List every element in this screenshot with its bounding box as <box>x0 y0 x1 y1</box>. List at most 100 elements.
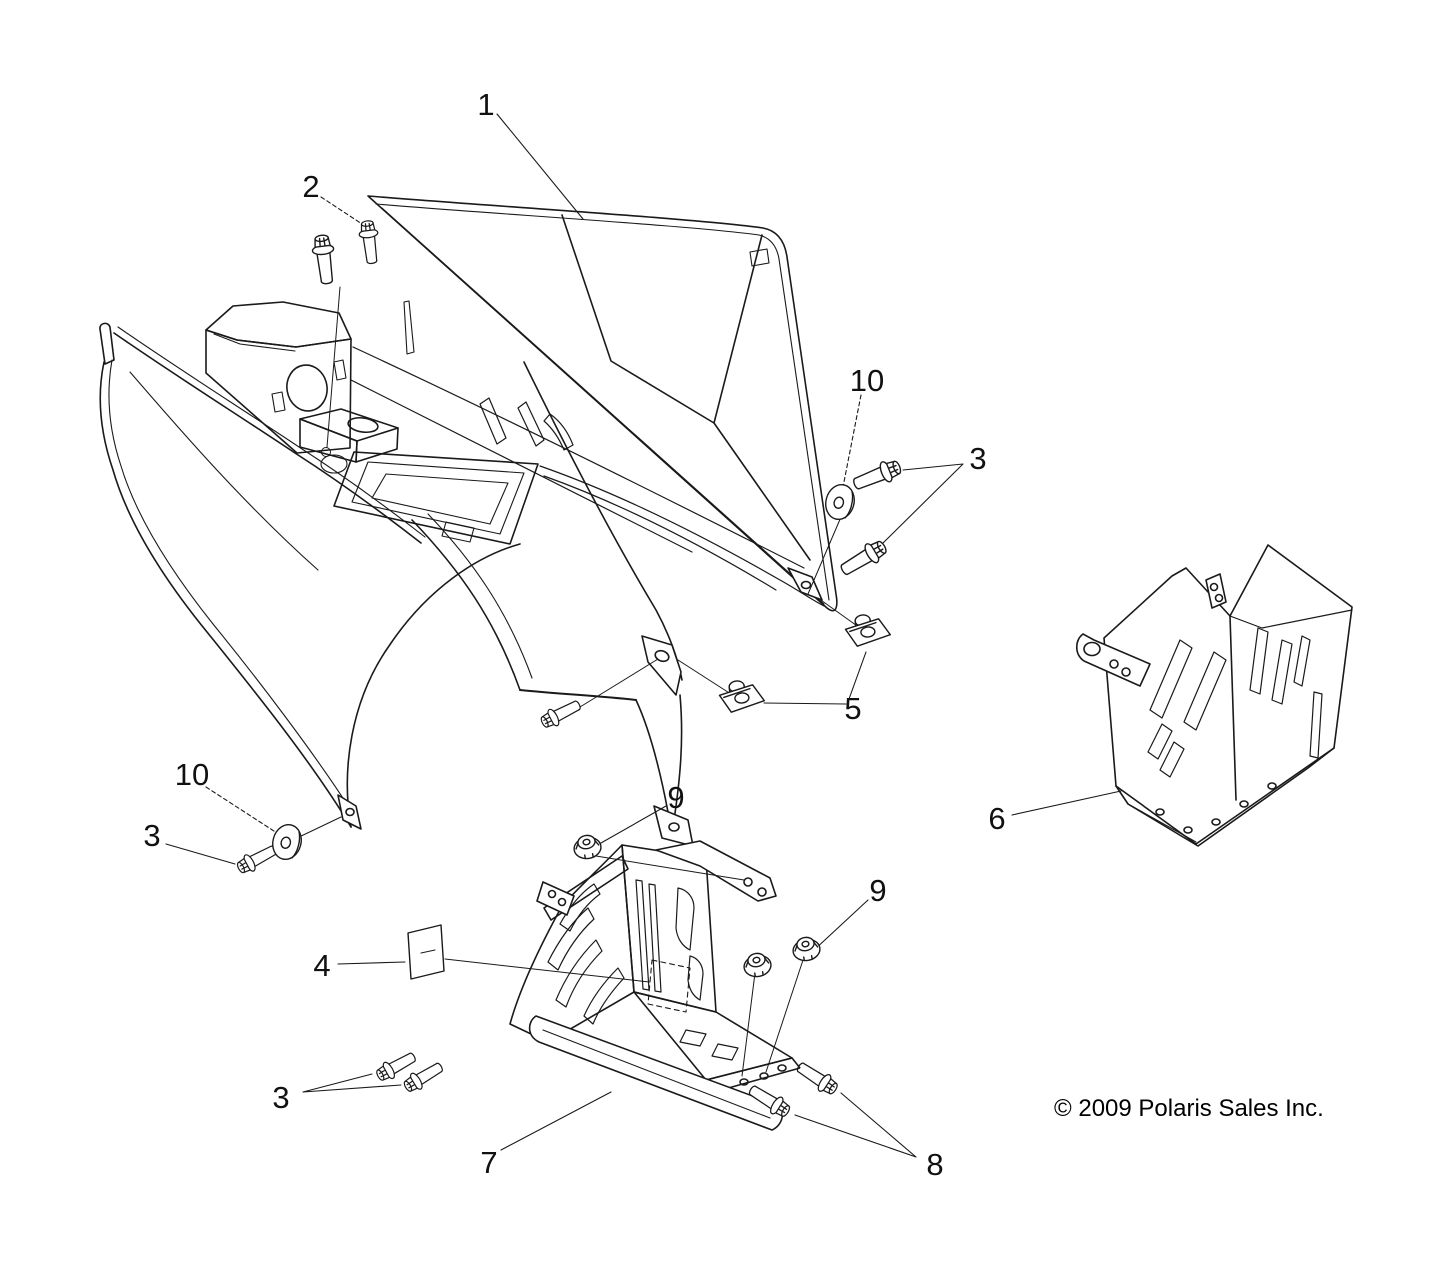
callout-10-label: 10 <box>175 757 209 792</box>
leader-3 <box>881 463 964 545</box>
rear-cab-assembly <box>99 195 838 847</box>
shield-crease <box>1229 615 1237 801</box>
foot-hole <box>668 822 680 832</box>
callout-2-label: 2 <box>302 169 319 204</box>
callouts: 1 2 10 3 5 6 10 3 9 9 4 3 7 8 <box>143 87 1005 1182</box>
decal-location-outline <box>647 959 691 1013</box>
tray-recess <box>320 454 348 474</box>
mount-tab <box>787 567 823 601</box>
callout-10-label: 10 <box>850 363 884 398</box>
bumper-bar <box>528 1015 784 1131</box>
alignment-line <box>817 597 861 629</box>
leader-10 <box>842 394 862 488</box>
slot <box>1271 639 1293 705</box>
flange-bolt <box>836 536 891 581</box>
slot <box>1183 651 1227 731</box>
slot <box>583 967 625 1025</box>
decal-mark <box>420 949 436 954</box>
strut-bracket <box>536 881 575 916</box>
console-front <box>205 329 352 454</box>
slot <box>675 887 695 951</box>
cowl-right-edge <box>523 361 683 681</box>
bracket-hole <box>547 889 557 899</box>
cowl-edge <box>427 513 533 679</box>
flange-bolt <box>537 695 584 732</box>
panel-edge <box>381 207 825 605</box>
leader-1 <box>496 113 584 220</box>
frame-edge <box>543 475 777 591</box>
arm-hole <box>1121 667 1131 677</box>
center-console <box>205 300 415 454</box>
leader-5 <box>763 651 867 705</box>
tab-hole <box>345 807 355 817</box>
box-side <box>355 427 399 463</box>
bracket-hole <box>654 649 670 663</box>
frame-edge <box>350 379 693 553</box>
shield-top-tab <box>1205 573 1227 609</box>
slot <box>1149 639 1193 719</box>
decal <box>407 924 445 980</box>
washer <box>821 480 859 524</box>
storage-tray <box>320 451 539 545</box>
flange-hole <box>1239 800 1249 808</box>
cowl-bracket <box>641 635 682 696</box>
shield-slots <box>1147 627 1323 778</box>
panel-edge <box>375 203 830 601</box>
callout-9-label: 9 <box>667 780 684 815</box>
box-opening <box>347 416 379 434</box>
console-opening <box>286 364 328 412</box>
flange-hole <box>1155 808 1165 816</box>
fender-edge <box>117 326 426 538</box>
arm-hole <box>757 887 767 897</box>
flange-hole <box>777 1064 787 1072</box>
fasteners <box>233 219 905 1122</box>
flange-hole <box>1183 826 1193 834</box>
copyright-notice: © 2009 Polaris Sales Inc. <box>1054 1095 1324 1122</box>
callout-9-label: 9 <box>869 873 886 908</box>
callout-3-label: 3 <box>272 1080 289 1115</box>
callout-5-label: 5 <box>844 691 861 726</box>
cowl-blade <box>635 699 673 834</box>
tab-hole <box>1214 593 1224 603</box>
leader-8 <box>794 1092 917 1158</box>
tab-hole <box>1209 582 1219 592</box>
flange-hole <box>1267 782 1277 790</box>
callout-7-label: 7 <box>480 1145 497 1180</box>
flange-bolt <box>310 233 339 286</box>
callout-3-label: 3 <box>143 818 160 853</box>
alignment-line <box>677 659 735 697</box>
console-slot <box>333 359 347 381</box>
alignment-line <box>807 509 845 595</box>
flange-hole <box>739 1078 749 1086</box>
flange-bolt <box>849 455 905 496</box>
alignment-lines <box>296 286 861 1077</box>
console-rib <box>403 300 415 355</box>
cowl-bottom-edge <box>519 689 637 701</box>
mount-tab <box>337 794 362 830</box>
fender-outer-edge <box>99 361 352 828</box>
shield-fold <box>1229 609 1353 629</box>
leader-3 <box>302 1073 402 1093</box>
tray-rim <box>333 451 539 545</box>
alignment-line <box>296 816 342 839</box>
callout-6-label: 6 <box>988 801 1005 836</box>
left-fender-panel <box>99 322 521 830</box>
arm-eyelet <box>1083 641 1101 657</box>
callout-1-label: 1 <box>477 87 494 122</box>
washer <box>268 820 306 864</box>
panel-fold-line <box>561 214 763 424</box>
alignment-line <box>765 956 805 1073</box>
slot <box>1293 635 1311 687</box>
clip-nut <box>843 611 892 648</box>
slot <box>635 879 650 991</box>
shield-outline <box>1103 544 1353 845</box>
slot <box>1249 627 1269 695</box>
alignment-line <box>579 658 659 708</box>
lower-cowl <box>411 361 694 847</box>
fender-horn <box>99 322 115 365</box>
slot <box>687 955 704 1001</box>
leader-7 <box>500 1091 612 1151</box>
cab-ribs <box>479 397 574 451</box>
fender-inner-edge <box>346 543 521 828</box>
